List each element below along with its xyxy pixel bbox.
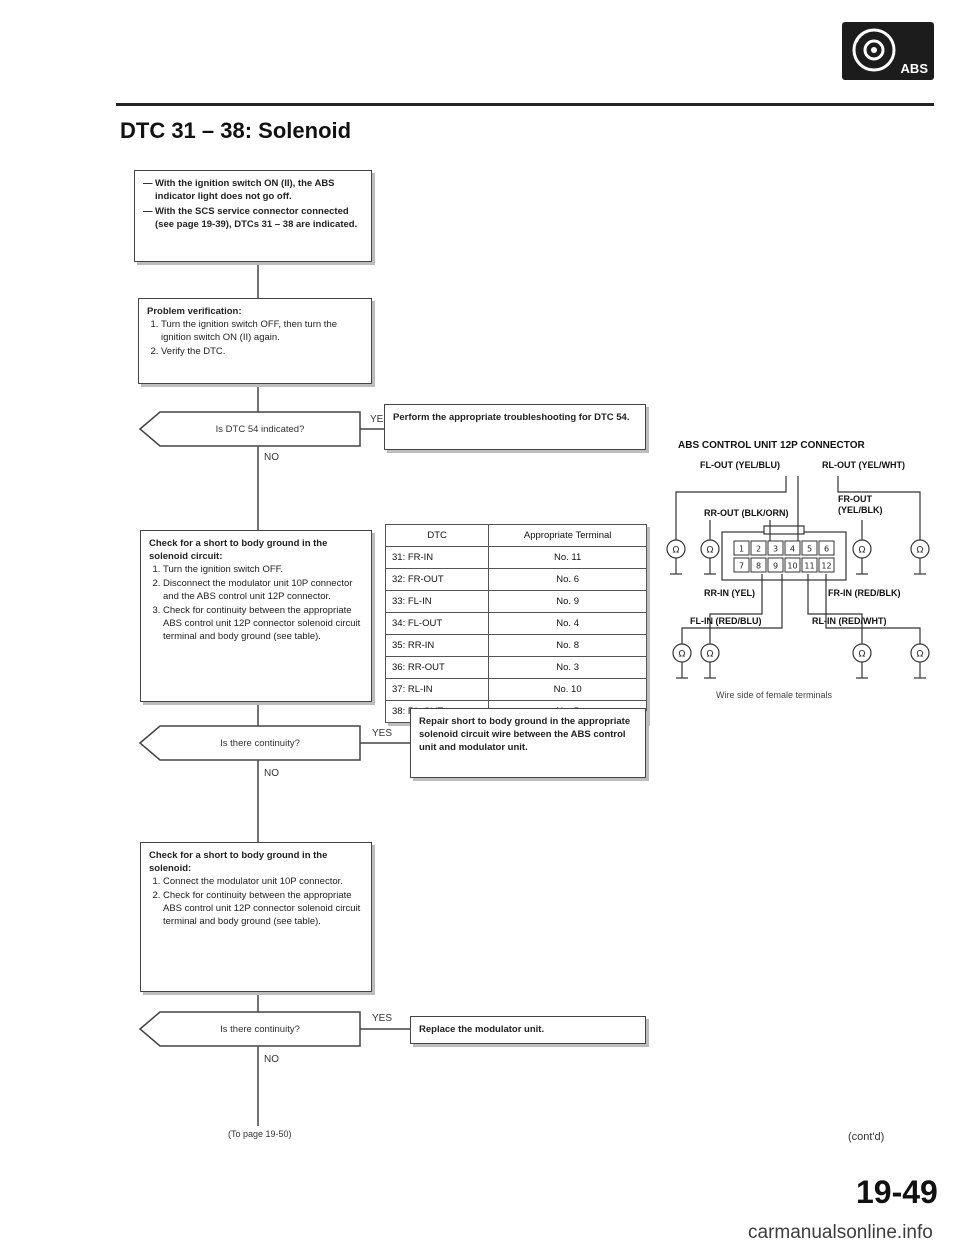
decision-1-question: Is DTC 54 indicated? [215,423,305,435]
continued-label: (cont'd) [848,1131,885,1143]
label-rl-out: RL-OUT (YEL/WHT) [822,460,905,470]
terminal-cell: No. 3 [488,656,647,679]
decision-shape-3 [138,1011,361,1047]
decision-2-question: Is there continuity? [220,737,300,749]
table-header-dtc: DTC [384,524,490,547]
verification-box: Problem verification: Turn the ignition … [138,298,372,384]
dtc-cell: 32: FR-OUT [384,568,490,591]
terminal-cell: No. 6 [488,568,647,591]
check-short-circuit-box: Check for a short to body ground in the … [140,530,372,702]
decision-1-no: NO [264,452,279,463]
check-solenoid-box: Check for a short to body ground in the … [140,842,372,992]
label-rr-in: RR-IN (YEL) [704,588,755,598]
dtc-cell: 33: FL-IN [384,590,490,613]
label-fr-in: FR-IN (RED/BLK) [828,588,901,598]
decision-2-yes: YES [372,728,393,739]
dtc-cell: 34: FL-OUT [384,612,490,635]
decision-shape-1 [138,411,361,447]
verification-heading: Problem verification: [147,306,242,317]
terminal-cell: No. 8 [488,634,647,657]
verification-step: Verify the DTC. [161,345,363,358]
label-rl-in: RL-IN (RED/WHT) [812,616,887,626]
condition-item: With the SCS service connector connected… [143,205,363,231]
to-page-reference: (To page 19-50) [228,1129,292,1139]
check1-step: Disconnect the modulator unit 10P connec… [163,577,363,603]
decision-2-no: NO [264,768,279,779]
dtc-cell: 36: RR-OUT [384,656,490,679]
decision-1-yes: YES [370,414,391,425]
decision-2: Is there continuity? [160,726,360,760]
condition-box: With the ignition switch ON (II), the AB… [134,170,372,262]
decision-3-no: NO [264,1054,279,1065]
label-rr-out: RR-OUT (BLK/ORN) [704,508,789,518]
terminal-cell: No. 11 [488,546,647,569]
terminal-cell: No. 9 [488,590,647,613]
check1-heading: Check for a short to body ground in the … [149,538,328,562]
label-fl-in: FL-IN (RED/BLU) [690,616,762,626]
check2-step: Connect the modulator unit 10P connector… [163,875,363,888]
check1-step: Turn the ignition switch OFF. [163,563,363,576]
terminal-cell: No. 10 [488,678,647,701]
check1-step: Check for continuity between the appropr… [163,604,363,643]
decision-shape-2 [138,725,361,761]
label-fl-out: FL-OUT (YEL/BLU) [700,460,780,470]
dtc-cell: 37: RL-IN [384,678,490,701]
decision-3-action-box: Replace the modulator unit. [410,1016,646,1044]
decision-3-question: Is there continuity? [220,1023,300,1035]
decision-2-action: Repair short to body ground in the appro… [419,716,631,753]
terminal-cell: No. 4 [488,612,647,635]
verification-step: Turn the ignition switch OFF, then turn … [161,318,363,344]
condition-item: With the ignition switch ON (II), the AB… [143,177,363,203]
table-header-terminal: Appropriate Terminal [488,524,647,547]
page-title: DTC 31 – 38: Solenoid [120,118,352,143]
header-rule [116,103,934,106]
connector-title: ABS CONTROL UNIT 12P CONNECTOR [678,440,865,451]
decision-2-action-box: Repair short to body ground in the appro… [410,708,646,778]
decision-1: Is DTC 54 indicated? [160,412,360,446]
decision-3-yes: YES [372,1013,393,1024]
abs-logo: ABS [842,22,934,80]
check2-heading: Check for a short to body ground in the … [149,850,328,874]
logo-text: ABS [900,61,928,76]
brake-disc-icon [852,28,896,72]
watermark: carmanualsonline.info [748,1222,933,1243]
connector-caption: Wire side of female terminals [716,690,833,700]
label-fr-out: FR-OUT (YEL/BLK) [838,494,883,515]
decision-1-action-box: Perform the appropriate troubleshooting … [384,404,646,450]
decision-3: Is there continuity? [160,1012,360,1046]
decision-1-action: Perform the appropriate troubleshooting … [393,412,630,423]
dtc-cell: 31: FR-IN [384,546,490,569]
decision-3-action: Replace the modulator unit. [419,1024,545,1035]
check2-step: Check for continuity between the appropr… [163,889,363,928]
dtc-cell: 35: RR-IN [384,634,490,657]
table-header-row: DTC Appropriate Terminal [384,524,647,547]
page-number: 19-49 [856,1174,938,1210]
